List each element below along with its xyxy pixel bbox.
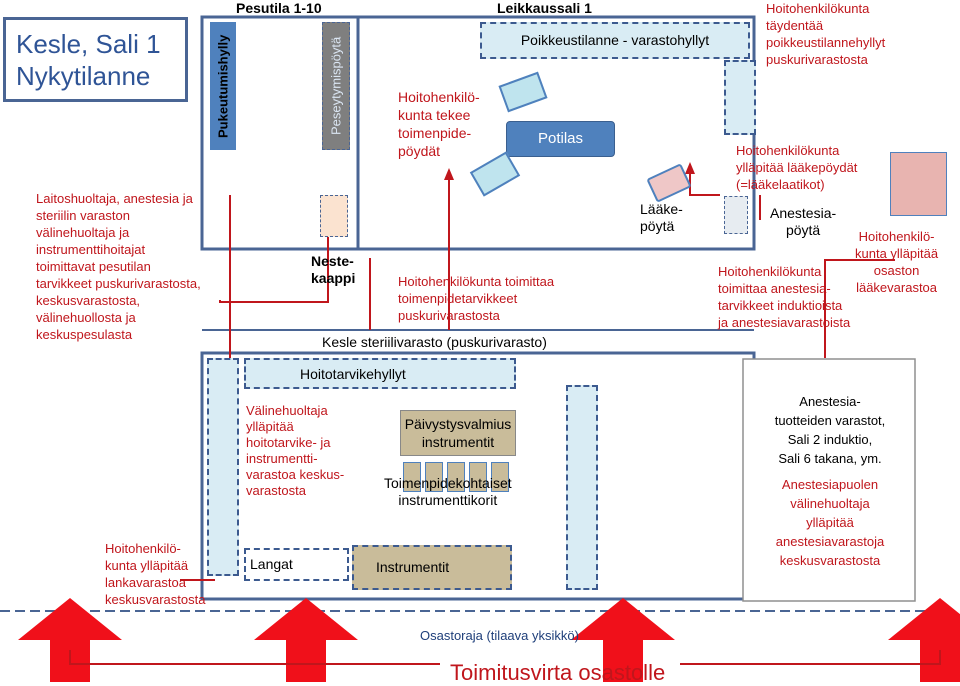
staff-refills-exception-note: Hoitohenkilökunta täydentää poikkeustila…	[766, 1, 886, 67]
anesthesia-products-label: Anestesia- tuotteiden varastot, Sali 2 i…	[774, 394, 886, 466]
page-title: Kesle, Sali 1 Nykytilanne	[16, 29, 161, 91]
fluid-cabinet	[320, 195, 348, 237]
supply-arrow-3	[571, 598, 675, 682]
supply-flow-label: Toimitusvirta osastolle	[450, 660, 666, 685]
fluid-cabinet-label: Neste- kaappi	[311, 253, 356, 286]
header-pesutila: Pesutila 1-10	[236, 0, 322, 16]
staff-makes-tables-note: Hoitohenkilö- kunta tekee toimenpide- pö…	[398, 89, 480, 159]
instrument-basket	[425, 462, 443, 492]
sutures-label: Langat	[250, 556, 293, 572]
anesthesia-table-box	[724, 196, 748, 234]
emergency-instruments-label: Päivystysvalmius instrumentit	[404, 416, 512, 450]
supply-shelves-label: Hoitotarvikehyllyt	[300, 366, 406, 382]
instrument-basket	[491, 462, 509, 492]
supply-arrows	[18, 598, 960, 682]
annotation-connectors	[180, 75, 895, 581]
emergency-instruments: Päivystysvalmius instrumentit	[400, 410, 516, 456]
instrument-basket	[403, 462, 421, 492]
header-leikkaussali: Leikkaussali 1	[497, 0, 592, 16]
anesthesia-table-label: Anestesia- pöytä	[770, 205, 837, 238]
right-shelf-upper	[724, 60, 756, 135]
patient-label: Potilas	[537, 130, 584, 147]
anesthesia-equipment-note: Anestesiapuolen välinehuoltaja ylläpitää…	[775, 477, 885, 568]
flow-line-right	[680, 650, 941, 665]
instruments-shelf: Instrumentit	[352, 545, 512, 590]
instrument-basket	[469, 462, 487, 492]
exception-shelves-label: Poikkeustilanne - varastohyllyt	[520, 32, 710, 48]
title-box: Kesle, Sali 1 Nykytilanne	[3, 17, 188, 102]
flow-line-left	[69, 650, 440, 665]
staff-ward-medicine-note: Hoitohenkilö- kunta ylläpitää osaston lä…	[855, 229, 939, 295]
staff-anesthesia-supplies-note: Hoitohenkilökunta toimittaa anestesia- t…	[718, 264, 851, 330]
clothing-shelf-label: Pukeutumishylly	[215, 34, 231, 138]
washing-table-label: Peseytymispöytä	[328, 36, 344, 136]
supply-arrow-4	[888, 598, 960, 682]
washing-table: Peseytymispöytä	[322, 22, 350, 150]
medicine-table-label: Lääke- pöytä	[640, 201, 683, 234]
supply-arrow-1	[18, 598, 122, 682]
patient-bed: Potilas	[506, 121, 615, 157]
right-shelf-lower	[566, 385, 598, 590]
instrument-basket	[447, 462, 465, 492]
staff-medicine-tables-note: Hoitohenkilökunta ylläpitää lääkepöydät …	[736, 143, 858, 192]
sterile-storage-label: Kesle steriilivarasto (puskurivarasto)	[322, 334, 547, 350]
anesthesia-storage-frame	[742, 358, 916, 602]
supply-shelves: Hoitotarvikehyllyt	[244, 358, 516, 389]
supply-arrow-2	[254, 598, 358, 682]
clothing-shelf: Pukeutumishylly	[210, 22, 236, 150]
left-shelf-lower	[207, 358, 239, 576]
staff-sutures-note: Hoitohenkilö- kunta ylläpitää lankavaras…	[105, 541, 206, 607]
staff-procedure-supplies-note: Hoitohenkilökunta toimittaa toimenpideta…	[398, 274, 555, 323]
ward-medicine-storage	[890, 152, 947, 216]
department-boundary-label: Osastoraja (tilaava yksikkö)	[420, 628, 579, 643]
exception-shelves: Poikkeustilanne - varastohyllyt	[480, 22, 750, 59]
equipment-maintainer-note: Välinehuoltaja ylläpitää hoitotarvike- j…	[246, 403, 345, 498]
sutures-shelf: Langat	[244, 548, 349, 581]
instruments-label: Instrumentit	[376, 559, 450, 575]
instrument-baskets-label: Toimenpidekohtaiset instrumenttikorit	[384, 475, 512, 508]
cleaning-staff-note: Laitoshuoltaja, anestesia ja steriilin v…	[36, 191, 201, 342]
